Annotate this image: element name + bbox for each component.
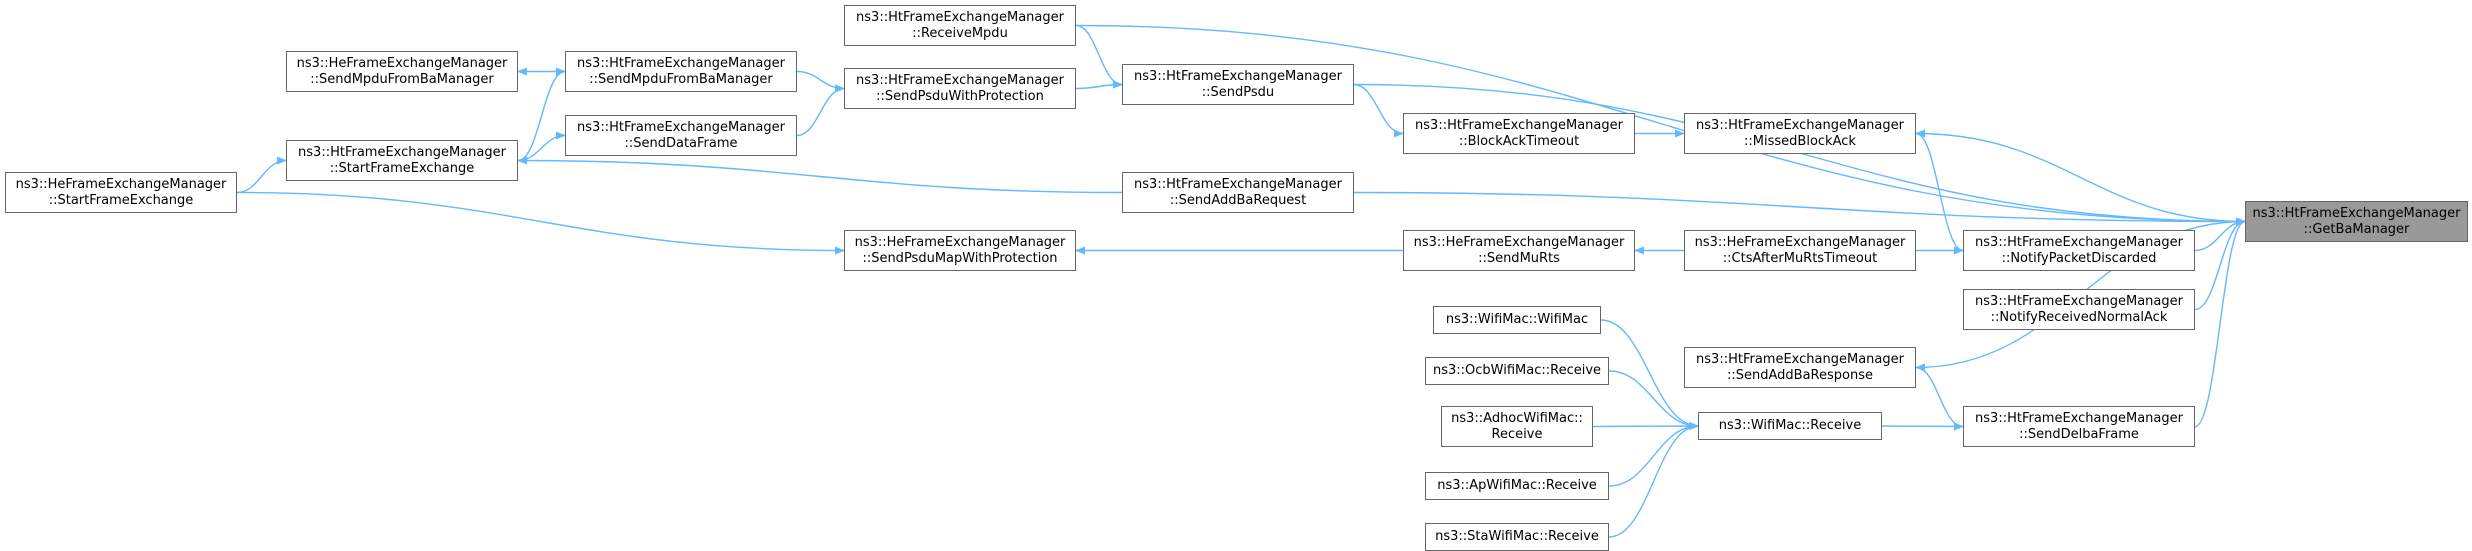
node-wifimac-receive[interactable]: ns3::WifiMac::Receive	[1698, 412, 1882, 440]
node-label-line2: ::MissedBlockAck	[1744, 133, 1856, 149]
node-label-line1: ns3::HeFrameExchangeManager	[15, 176, 227, 192]
node-label-line1: ns3::HtFrameExchangeManager	[856, 9, 1064, 25]
node-label-line1: ns3::HtFrameExchangeManager	[856, 72, 1064, 88]
node-label-line1: ns3::HtFrameExchangeManager	[1134, 68, 1342, 84]
node-label-line2: ::SendDelbaFrame	[2019, 426, 2139, 442]
node-label-line1: ns3::StaWifiMac::Receive	[1435, 529, 1599, 544]
node-ht-send-data-frame[interactable]: ns3::HtFrameExchangeManager ::SendDataFr…	[565, 115, 797, 156]
node-label-line2: ::GetBaManager	[2303, 221, 2410, 237]
node-label-line1: ns3::HtFrameExchangeManager	[577, 55, 785, 71]
edge-SendPsdu-to-BlockAckTimeout	[1353, 83, 1404, 138]
node-adhocwifimac-receive[interactable]: ns3::AdhocWifiMac:: Receive	[1441, 406, 1593, 447]
edge-WifiMacReceive-to-SendDelbaFrame	[1881, 422, 1964, 431]
node-label-line1: ns3::WifiMac::WifiMac	[1445, 312, 1589, 327]
node-label-line1: ns3::WifiMac::Receive	[1718, 418, 1862, 433]
edge-WifiMacCtor-to-WifiMacReceive	[1600, 319, 1699, 430]
node-label-line1: ns3::HtFrameExchangeManager	[1975, 410, 2183, 426]
node-ht-notify-packet-discarded[interactable]: ns3::HtFrameExchangeManager ::NotifyPack…	[1963, 230, 2195, 271]
node-label-line2: ::SendAddBaResponse	[1727, 367, 1873, 383]
node-label-line1: ns3::HeFrameExchangeManager	[1694, 234, 1906, 250]
node-label-line1: ns3::HtFrameExchangeManager	[2252, 205, 2461, 221]
node-he-send-mu-rts[interactable]: ns3::HeFrameExchangeManager ::SendMuRts	[1403, 230, 1635, 271]
node-label-line2: ::StartFrameExchange	[48, 192, 194, 208]
node-ht-start-frame-exchange[interactable]: ns3::HtFrameExchangeManager ::StartFrame…	[286, 140, 518, 181]
node-he-send-mpdu-from-ba-manager[interactable]: ns3::HeFrameExchangeManager ::SendMpduFr…	[286, 51, 518, 92]
node-stawifimac-receive[interactable]: ns3::StaWifiMac::Receive	[1425, 523, 1609, 551]
node-ht-send-add-ba-request[interactable]: ns3::HtFrameExchangeManager ::SendAddBaR…	[1122, 172, 1354, 213]
node-label-line1: ns3::HtFrameExchangeManager	[1975, 293, 2183, 309]
node-label-line1: ns3::HeFrameExchangeManager	[296, 55, 508, 71]
node-ht-send-mpdu-from-ba-manager[interactable]: ns3::HtFrameExchangeManager ::SendMpduFr…	[565, 51, 797, 92]
edge-StartFrameExchangeHe-to-SendPsduMapWithProtection	[236, 191, 845, 255]
node-ht-block-ack-timeout[interactable]: ns3::HtFrameExchangeManager ::BlockAckTi…	[1403, 113, 1635, 154]
node-label-line1: ns3::ApWifiMac::Receive	[1437, 478, 1597, 493]
node-label-line1: ns3::HtFrameExchangeManager	[577, 119, 785, 135]
node-label-line2: ::BlockAckTimeout	[1458, 133, 1580, 149]
edge-SendDelbaFrame-to-SendAddBaResponse	[1915, 363, 1964, 428]
node-label-line2: ::SendPsdu	[1201, 84, 1275, 100]
node-he-start-frame-exchange[interactable]: ns3::HeFrameExchangeManager ::StartFrame…	[5, 172, 237, 213]
node-label-line2: ::StartFrameExchange	[329, 160, 475, 176]
node-label-line2: ::NotifyPacketDiscarded	[2001, 250, 2157, 266]
edge-NotifyPacketDiscarded-to-MissedBlockAck	[1915, 129, 1964, 252]
node-ht-get-ba-manager: ns3::HtFrameExchangeManager ::GetBaManag…	[2245, 201, 2468, 242]
node-ht-send-add-ba-response[interactable]: ns3::HtFrameExchangeManager ::SendAddBaR…	[1684, 347, 1916, 388]
node-ht-send-delba-frame[interactable]: ns3::HtFrameExchangeManager ::SendDelbaF…	[1963, 406, 2195, 447]
node-label-line1: ns3::HeFrameExchangeManager	[1413, 234, 1625, 250]
edge-SendAddBaRequest-to-StartFrameExchangeHt	[517, 156, 1123, 194]
node-label-line1: ns3::HeFrameExchangeManager	[854, 234, 1066, 250]
edge-MissedBlockAck-to-GetBaManager	[1915, 132, 2246, 226]
node-ht-send-psdu-with-protection[interactable]: ns3::HtFrameExchangeManager ::SendPsduWi…	[844, 68, 1076, 109]
edge-SendAddBaRequest-to-GetBaManager	[1353, 191, 2246, 226]
node-label-line2: ::CtsAfterMuRtsTimeout	[1722, 250, 1878, 266]
node-he-send-psdu-map-with-protection[interactable]: ns3::HeFrameExchangeManager ::SendPsduMa…	[844, 230, 1076, 271]
edge-OcbReceive-to-WifiMacReceive	[1608, 370, 1699, 430]
node-label-line1: ns3::HtFrameExchangeManager	[1975, 234, 2183, 250]
node-ocbwifimac-receive[interactable]: ns3::OcbWifiMac::Receive	[1425, 357, 1609, 385]
edge-StartFrameExchangeHe-to-StartFrameExchangeHt	[236, 156, 287, 194]
node-label-line2: Receive	[1491, 426, 1543, 442]
node-label-line2: ::SendMpduFromBaManager	[310, 71, 494, 87]
node-ht-send-psdu[interactable]: ns3::HtFrameExchangeManager ::SendPsdu	[1122, 64, 1354, 105]
node-ht-missed-block-ack[interactable]: ns3::HtFrameExchangeManager ::MissedBloc…	[1684, 113, 1916, 154]
node-label-line1: ns3::AdhocWifiMac::	[1451, 410, 1583, 426]
node-label-line2: ::ReceiveMpdu	[912, 25, 1008, 41]
node-label-line2: ::NotifyReceivedNormalAck	[1990, 309, 2168, 325]
node-label-line2: ::SendPsduWithProtection	[876, 88, 1044, 104]
node-label-line1: ns3::HtFrameExchangeManager	[298, 144, 506, 160]
node-label-line1: ns3::HtFrameExchangeManager	[1134, 176, 1342, 192]
node-label-line2: ::SendMpduFromBaManager	[589, 71, 773, 87]
edge-StaReceive-to-WifiMacReceive	[1608, 422, 1699, 538]
node-ht-notify-received-normal-ack[interactable]: ns3::HtFrameExchangeManager ::NotifyRece…	[1963, 289, 2195, 330]
edge-SendDataFrame-to-SendPsduWithProtection	[796, 84, 845, 137]
edge-SendMpduFromBaManagerHt-to-SendPsduWithProtection	[796, 70, 845, 93]
node-label-line1: ns3::HtFrameExchangeManager	[1696, 117, 1904, 133]
node-label-line2: ::SendMuRts	[1478, 250, 1560, 266]
edge-AdhocReceive-to-WifiMacReceive	[1592, 422, 1699, 431]
edge-ApReceive-to-WifiMacReceive	[1608, 422, 1699, 487]
edge-ReceiveMpdu-to-GetBaManager	[1075, 24, 2246, 226]
edge-SendPsduWithProtection-to-SendPsdu	[1075, 80, 1123, 90]
node-label-line1: ns3::HtFrameExchangeManager	[1415, 117, 1623, 133]
node-label-line1: ns3::OcbWifiMac::Receive	[1432, 363, 1602, 378]
node-label-line2: ::SendDataFrame	[624, 135, 738, 151]
node-he-cts-after-mu-rts-timeout[interactable]: ns3::HeFrameExchangeManager ::CtsAfterMu…	[1684, 230, 1916, 271]
node-label-line2: ::SendAddBaRequest	[1169, 192, 1307, 208]
node-ht-receive-mpdu[interactable]: ns3::HtFrameExchangeManager ::ReceiveMpd…	[844, 5, 1076, 46]
node-label-line2: ::SendPsduMapWithProtection	[862, 250, 1058, 266]
node-label-line1: ns3::HtFrameExchangeManager	[1696, 351, 1904, 367]
node-wifimac-constructor[interactable]: ns3::WifiMac::WifiMac	[1433, 306, 1601, 334]
edge-SendDelbaFrame-to-GetBaManager	[2194, 217, 2246, 428]
edge-NotifyReceivedNormalAck-to-GetBaManager	[2194, 217, 2246, 311]
edge-ReceiveMpdu-to-SendPsdu	[1075, 24, 1123, 89]
node-apwifimac-receive[interactable]: ns3::ApWifiMac::Receive	[1425, 472, 1609, 500]
